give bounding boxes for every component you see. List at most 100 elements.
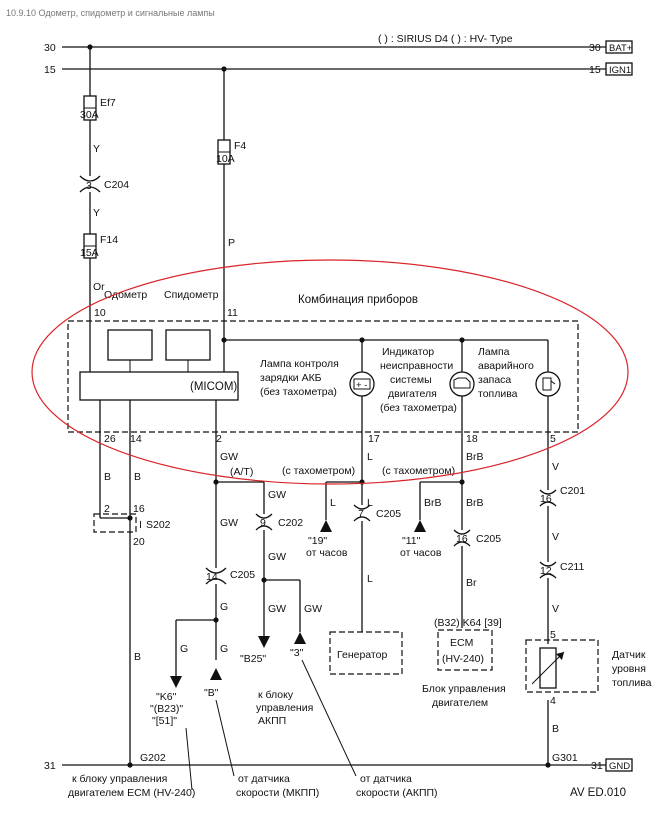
lamp3-line3: запаса [478,374,511,386]
svg-text:I: I [139,519,142,531]
speedometer-label: Спидометр [164,289,219,301]
svg-text:15: 15 [44,64,56,76]
svg-text:C205: C205 [230,569,255,581]
wire-color-l3: L [367,497,373,509]
wire-color-y1: Y [93,143,100,155]
pin-26: 26 [104,433,116,445]
arrow-b25 [258,636,270,648]
svg-text:7: 7 [358,508,364,520]
label-b25: "B25" [240,653,266,665]
connector-c205-c: 16 C205 [453,529,501,547]
wire-color-brb3: BrB [466,497,484,509]
ecm-wire [419,396,465,628]
speed-signal-wire [175,400,301,676]
svg-text:30A: 30A [80,109,99,121]
lamp1-line1: Лампа контроля [260,358,339,370]
wire-color-l4: L [367,573,373,585]
odometer-display [107,329,153,361]
wire-color-y2: Y [93,207,100,219]
highlight-ellipse [31,259,629,485]
svg-text:16: 16 [133,503,145,515]
speed-mt-line2: скорости (МКПП) [236,787,319,799]
label-b: "B" [204,687,219,699]
lamp1-line2: зарядки АКБ [260,372,322,384]
low-fuel-lamp [535,371,561,397]
pin-17: 17 [368,433,380,445]
svg-text:16: 16 [456,533,468,545]
fuse-f14: F14 15A [80,233,118,259]
arrow-19 [320,520,332,532]
connector-c205-a: 14 C205 [205,567,255,585]
sensor-line1: Датчик [612,649,646,661]
arrow-11 [414,520,426,532]
connector-c211: 12 C211 [539,561,584,579]
from-clock-1: от часов [306,547,348,559]
rail-15: 15 15 IGN1 [44,62,633,76]
svg-text:S202: S202 [146,519,171,531]
lamp2-line5: (без тахометра) [380,402,457,414]
splice-s202: 2 16 20 I S202 [93,503,171,548]
wire-color-br: Br [466,577,477,589]
connector-c205-b: 7 C205 [353,504,401,522]
svg-text:F14: F14 [100,234,118,246]
svg-text:Ef7: Ef7 [100,97,116,109]
svg-text:20: 20 [133,536,145,548]
feed-battery [87,44,93,372]
svg-text:C204: C204 [104,179,129,191]
svg-text:IGN1: IGN1 [609,65,631,76]
label-k6: "K6" [156,691,177,703]
wire-color-l2: L [330,497,336,509]
arrow-b [210,668,222,680]
wire-color-g2: G [180,643,188,655]
svg-text:C202: C202 [278,517,303,529]
lamp3-line4: топлива [478,388,518,400]
svg-text:12: 12 [540,565,552,577]
ecm-pins: (B32) K64 [39] [434,617,502,629]
svg-text:BAT+: BAT+ [609,43,633,54]
wire-color-v1: V [552,461,559,473]
wire-color-b5: B [552,723,559,735]
speed-at-line1: от датчика [360,773,412,785]
sensor-pin-4: 4 [550,695,556,707]
connector-c201: 16 C201 [539,485,585,507]
svg-text:31: 31 [591,760,603,772]
wire-color-gw2: GW [268,489,286,501]
svg-text:15A: 15A [80,247,99,259]
svg-text:16: 16 [540,493,552,505]
arrow-k6 [170,676,182,688]
wire-color-b1: B [104,471,111,483]
svg-text:C211: C211 [560,561,584,573]
label-b23: "(B23)" [150,703,183,715]
at-label: (A/T) [230,466,253,478]
with-tacho-2: (с тахометром) [382,465,455,477]
wire-color-g1: G [220,601,228,613]
micom-unit [79,371,239,401]
sensor-pin-5: 5 [550,629,556,641]
lamp1-line3: (без тахометра) [260,386,337,398]
svg-text:GND: GND [609,761,630,772]
generator-label: Генератор [337,649,387,661]
lamp-supply-bus [221,337,549,372]
speed-at-line2: скорости (АКПП) [356,787,438,799]
svg-text:2: 2 [104,503,110,515]
wire-color-g3: G [220,643,228,655]
drawing-code: AV ED.010 [570,787,626,799]
wire-color-brb2: BrB [424,497,442,509]
battery-charge-lamp: + - [349,371,375,397]
wire-color-or: Or [93,281,105,293]
wire-color-gw3: GW [220,517,238,529]
sensor-line2: уровня [612,663,646,675]
pin-18: 18 [466,433,478,445]
fuel-sensor-wire [545,396,551,768]
engine-unit-line1: Блок управления [422,683,506,695]
svg-text:10A: 10A [216,153,235,165]
pin-14: 14 [130,433,142,445]
to-tcu-line1: к блоку [258,689,294,701]
ground-g202: G202 [140,752,166,764]
wire-color-v2: V [552,531,559,543]
svg-text:30: 30 [589,42,601,54]
wire-color-l1: L [367,451,373,463]
wire-color-gw4: GW [268,551,286,563]
speed-mt-line1: от датчика [238,773,290,785]
